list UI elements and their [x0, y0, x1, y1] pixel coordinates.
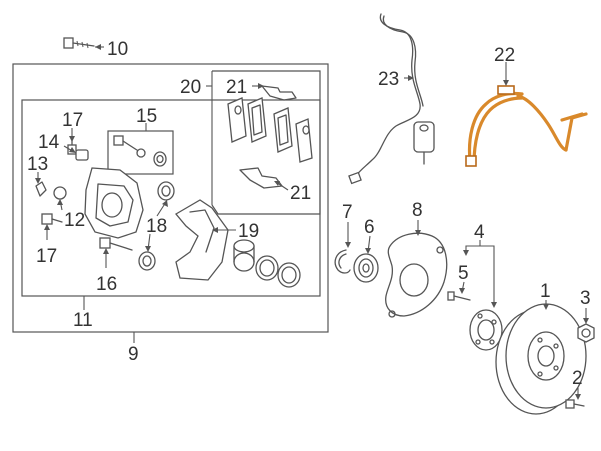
callout-23: 23	[378, 69, 399, 90]
guide-pin-16	[99, 237, 133, 251]
callout-17-lower: 17	[36, 246, 57, 267]
seal-ring-a	[255, 255, 279, 281]
fitting-12	[53, 186, 67, 200]
callout-10: 10	[107, 39, 128, 60]
callout-1: 1	[540, 281, 551, 302]
pad-clip-21-lower	[239, 167, 283, 189]
callout-19: 19	[238, 221, 259, 242]
callout-21-lower: 21	[290, 183, 311, 204]
callout-13: 13	[27, 154, 48, 175]
callout-16: 16	[96, 274, 117, 295]
piston-19	[233, 239, 255, 272]
callout-6: 6	[364, 217, 375, 238]
nut-3	[577, 323, 595, 343]
callout-8: 8	[412, 200, 423, 221]
snap-ring-7	[334, 249, 351, 274]
screw-2	[565, 399, 585, 409]
callout-5: 5	[458, 263, 469, 284]
callout-9: 9	[128, 344, 139, 365]
brake-rotor-1	[495, 303, 587, 415]
callout-14: 14	[38, 132, 60, 153]
boot-18-lower	[138, 251, 156, 271]
seal-ring-b	[277, 262, 301, 288]
cap-14	[75, 149, 89, 161]
callout-21-upper: 21	[226, 77, 247, 98]
boot-18-upper	[157, 181, 175, 201]
brake-hose-22	[465, 85, 588, 167]
pad-clip-21-upper	[261, 85, 297, 101]
callout-7: 7	[342, 202, 353, 223]
callout-12: 12	[64, 210, 85, 231]
group-box-9	[12, 63, 329, 333]
wheel-bearing-6	[353, 253, 379, 283]
brake-pad-set-20	[227, 97, 313, 163]
callout-4: 4	[474, 222, 485, 243]
wheel-hub-4	[469, 309, 503, 351]
dust-shield-8	[385, 232, 448, 318]
callout-18: 18	[146, 216, 167, 237]
callout-17-top: 17	[62, 110, 83, 131]
callout-2: 2	[572, 368, 583, 389]
group-box-15	[107, 130, 174, 175]
callout-15: 15	[136, 106, 157, 127]
abs-sensor-23	[348, 13, 435, 185]
wheel-stud-5	[447, 291, 471, 301]
clip-13	[35, 181, 47, 197]
group-box-20	[211, 70, 321, 215]
caliper-bracket-19	[175, 199, 229, 281]
bolt-10	[63, 37, 95, 49]
bolt-17-lower	[41, 213, 63, 225]
callout-3: 3	[580, 288, 591, 309]
guide-pin-kit-15	[113, 135, 167, 167]
callout-11: 11	[73, 310, 93, 331]
callout-22: 22	[494, 45, 515, 66]
caliper-body	[84, 167, 144, 239]
callout-20: 20	[180, 77, 201, 98]
